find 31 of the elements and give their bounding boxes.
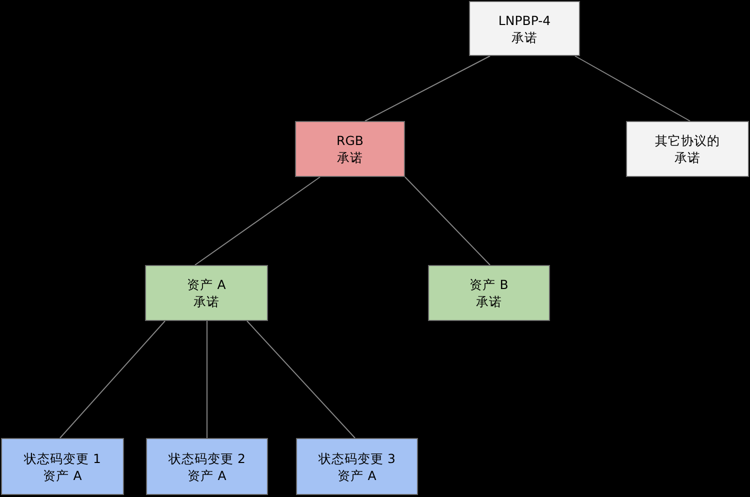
box-text: 状态码变更 3	[318, 450, 396, 466]
box-text: 资产 B	[470, 276, 508, 293]
box-text: 资产 A	[188, 466, 226, 484]
box-text: 承诺	[674, 149, 700, 166]
connector-line	[60, 320, 166, 438]
box-text: 资产 A	[43, 466, 82, 484]
state-transition-box	[296, 438, 418, 495]
connector-line	[574, 56, 690, 122]
commitment-box	[295, 121, 405, 177]
connector-line	[194, 176, 320, 266]
state-transition-box	[146, 438, 268, 495]
connector-line	[206, 320, 208, 438]
state-transition-box	[1, 438, 124, 495]
commitment-box	[626, 121, 749, 177]
connector-line	[246, 320, 356, 438]
connector-line	[404, 176, 490, 266]
box-text: RGB	[336, 132, 364, 149]
box-text: 资产 A	[338, 466, 376, 484]
connector-line	[364, 56, 490, 122]
box-text: 承诺	[476, 293, 502, 310]
box-text: 其它协议的	[655, 132, 720, 149]
box-text: 承诺	[512, 28, 538, 46]
box-text: 承诺	[337, 149, 363, 166]
box-text: LNPBP-4	[498, 12, 551, 28]
box-text: 状态码变更 1	[24, 450, 101, 466]
commitment-box	[469, 1, 580, 56]
commitment-box	[428, 265, 550, 321]
commitment-box	[145, 265, 268, 321]
box-text: 状态码变更 2	[168, 450, 246, 466]
box-text: 承诺	[194, 293, 220, 310]
box-text: 资产 A	[187, 276, 226, 293]
